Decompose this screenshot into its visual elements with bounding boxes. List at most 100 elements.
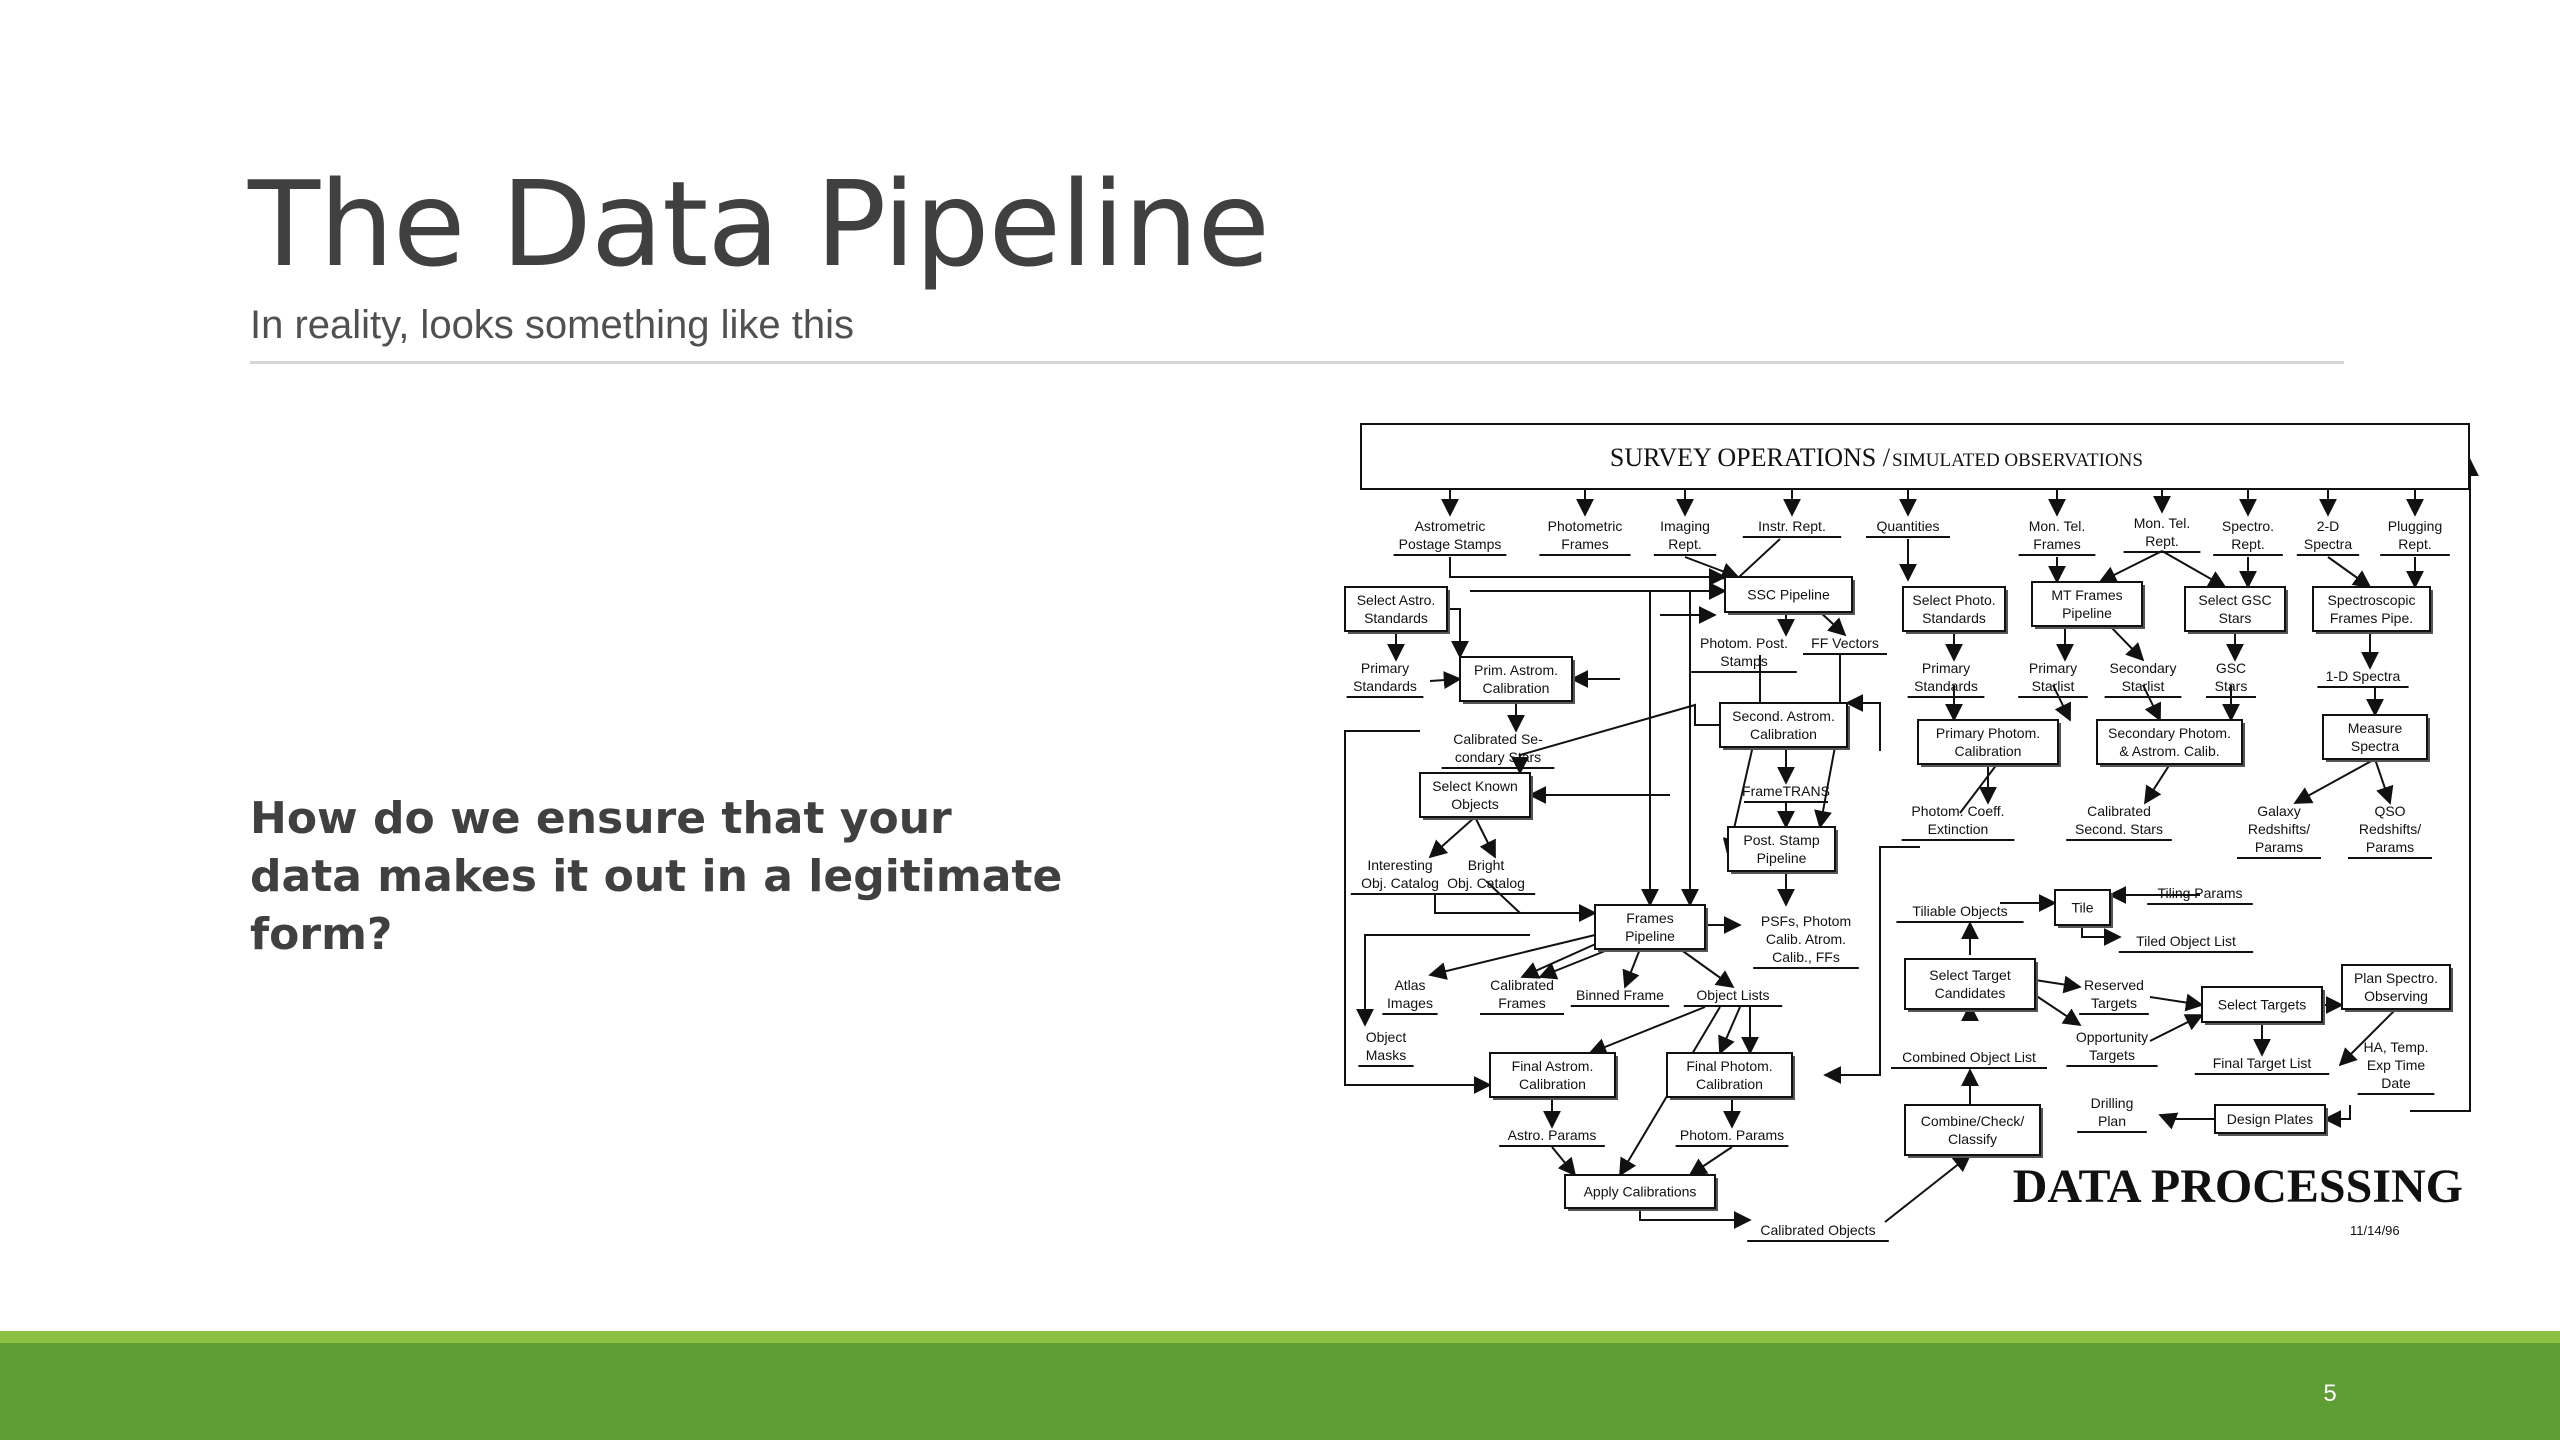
- label-calibrated-secondary-stars: Calibrated Se-condary Stars: [1441, 731, 1555, 769]
- label-text: Bright: [1468, 857, 1505, 873]
- box-text: Pipeline: [1757, 850, 1807, 866]
- label-instr-rept: Instr. Rept.: [1742, 518, 1842, 538]
- label-text: Obj. Catalog: [1447, 875, 1525, 891]
- box-text: Select Astro.: [1357, 592, 1436, 608]
- box-text: Standards: [1364, 610, 1428, 626]
- label-text: Spectro.: [2222, 518, 2274, 534]
- label-text: Spectra: [2304, 536, 2352, 552]
- label-text: Plugging: [2388, 518, 2443, 534]
- label-text: Masks: [1366, 1047, 1406, 1063]
- label-text: Photom. Post.: [1700, 635, 1788, 651]
- box-select-targets: Select Targets: [2201, 986, 2325, 1025]
- label-text: Stars: [2215, 678, 2248, 694]
- box-select-astro-standards: Select Astro. Standards: [1344, 586, 1450, 634]
- connector-arrow: [1344, 730, 1492, 1094]
- box-text: Standards: [1922, 610, 1986, 626]
- box-text: Final Photom.: [1686, 1058, 1772, 1074]
- connector-arrow: [1622, 948, 1641, 989]
- box-text: Spectroscopic: [2328, 592, 2416, 608]
- label-text: Drilling: [2091, 1095, 2134, 1111]
- connector-arrow: [1588, 1006, 1706, 1056]
- label-tiled-object-list: Tiled Object List: [2118, 933, 2254, 953]
- page-number: 5: [2323, 1380, 2337, 1407]
- connector-arrow: [2034, 975, 2082, 994]
- box-combine-check-classify: Combine/Check/Classify: [1904, 1104, 2043, 1158]
- connector-arrow: [1684, 556, 1740, 580]
- label-text: Reserved: [2084, 977, 2144, 993]
- connector-arrow: [1679, 948, 1735, 989]
- label-text: Stamps: [1720, 653, 1767, 669]
- box-text: Select GSC: [2198, 592, 2271, 608]
- connector-arrow: [1428, 934, 1596, 980]
- header-subtitle: SIMULATED OBSERVATIONS: [1892, 450, 2143, 471]
- label-calibrated-objects: Calibrated Objects: [1747, 1222, 1889, 1242]
- label-text: Mon. Tel.: [2134, 515, 2191, 531]
- connector-arrow: [1722, 655, 1761, 857]
- label-text: Rept.: [2145, 533, 2178, 549]
- connector-arrow: [1511, 703, 1720, 775]
- connector-arrow: [2338, 1008, 2397, 1067]
- box-text: Frames: [1626, 910, 1673, 926]
- label-text: 1-D Spectra: [2326, 668, 2401, 684]
- label-mon-tel-frames: Mon. Tel.Frames: [2018, 518, 2096, 556]
- label-text: Calibrated Objects: [1760, 1222, 1875, 1238]
- label-text: Calibrated: [2087, 803, 2151, 819]
- footer-band-light: [0, 1331, 2560, 1343]
- label-tiling-params: Tiling Params: [2147, 885, 2253, 905]
- label-2d-spectra: 2-D Spectra: [2296, 518, 2360, 556]
- box-text: Measure: [2348, 720, 2403, 736]
- label-text: 2-D: [2317, 518, 2340, 534]
- connector-arrow: [1356, 934, 1530, 1027]
- box-text: Combine/Check/: [1921, 1113, 2025, 1129]
- label-text: Redshifts/: [2248, 821, 2310, 837]
- box-secondary-photom-calibration: Secondary Photom.& Astrom. Calib.: [2096, 719, 2245, 767]
- box-text: Observing: [2364, 988, 2428, 1004]
- label-tiliable-objects: Tiliable Objects: [1896, 903, 2024, 923]
- box-text: Calibration: [1750, 726, 1817, 742]
- box-text: Select Known: [1432, 778, 1518, 794]
- connector-arrow: [2161, 550, 2227, 588]
- box-text: Classify: [1948, 1131, 1997, 1147]
- connector-arrow: [1688, 1146, 1733, 1176]
- box-text: Objects: [1451, 796, 1498, 812]
- label-binned-frame: Binned Frame: [1570, 987, 1670, 1007]
- connector-arrow: [2293, 758, 2376, 804]
- connector-arrow: [1428, 816, 1476, 859]
- connector-arrow: [1449, 557, 1727, 586]
- label-text: FF Vectors: [1811, 635, 1879, 651]
- label-astro-params: Astro. Params: [1499, 1127, 1605, 1147]
- box-text: Design Plates: [2227, 1111, 2313, 1127]
- label-text: Quantities: [1876, 518, 1939, 534]
- label-final-target-list: Final Target List: [2194, 1055, 2330, 1075]
- label-text: Frames: [1498, 995, 1545, 1011]
- box-text: Final Astrom.: [1512, 1058, 1594, 1074]
- box-text: Prim. Astrom.: [1474, 662, 1558, 678]
- label-mon-tel-rept: Mon. Tel. Rept.: [2123, 515, 2201, 553]
- connector-arrow: [2034, 994, 2082, 1026]
- label-text: Standards: [1353, 678, 1417, 694]
- box-apply-calibrations: Apply Calibrations: [1564, 1174, 1718, 1211]
- label-text: Params: [2255, 839, 2303, 855]
- box-primary-photom-calibration: Primary Photom.Calibration: [1917, 719, 2061, 767]
- connector-arrow: [2142, 684, 2162, 722]
- label-text: Galaxy: [2257, 803, 2301, 819]
- label-text: condary Stars: [1455, 749, 1541, 765]
- box-text: Pipeline: [1625, 928, 1675, 944]
- label-text: GSC: [2216, 660, 2246, 676]
- label-text: Imaging: [1660, 518, 1710, 534]
- connector-arrow: [2323, 1105, 2351, 1128]
- label-text: Astro. Params: [1508, 1127, 1597, 1143]
